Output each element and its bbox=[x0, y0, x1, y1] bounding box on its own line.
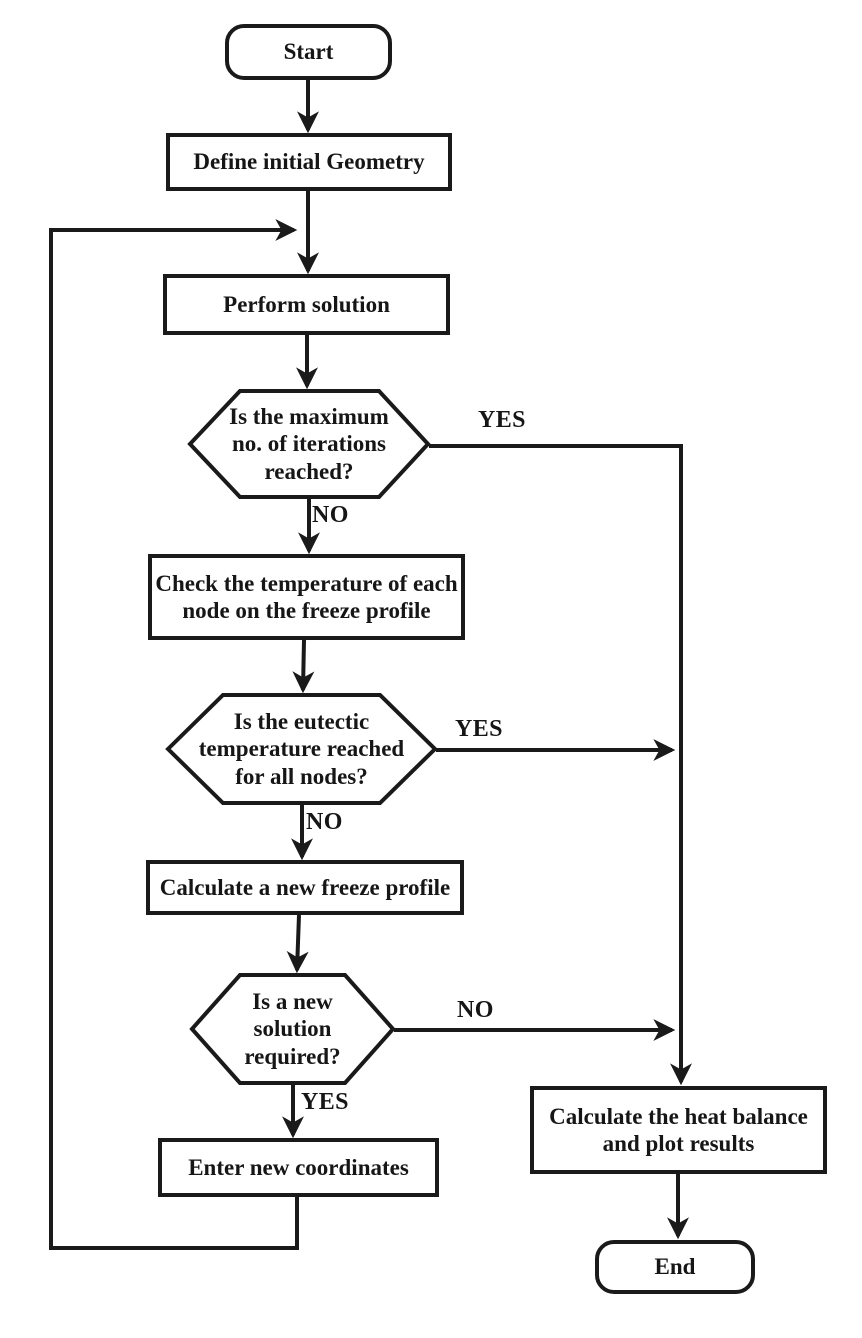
end-label: End bbox=[654, 1254, 696, 1280]
calculate-freeze-profile-label: Calculate a new freeze profile bbox=[159, 874, 451, 900]
calculate-freeze-profile-box bbox=[146, 860, 464, 915]
arrow-freeze-to-new-solution bbox=[286, 914, 309, 974]
check-temperature-label: Check the temperature of each node on th… bbox=[155, 570, 458, 623]
edge-label-new-solution-no: NO bbox=[457, 997, 494, 1023]
start-terminator-shape bbox=[225, 24, 392, 80]
arrow-check-to-eutectic bbox=[292, 639, 315, 694]
define-geometry-box bbox=[166, 133, 452, 191]
edge-label-eutectic-yes: YES bbox=[455, 716, 503, 742]
check-temperature-box bbox=[148, 554, 465, 640]
define-geometry-label: Define initial Geometry bbox=[193, 149, 425, 175]
edge-label-max-iterations-yes: YES bbox=[478, 407, 526, 433]
calculate-heat-balance-label: Calculate the heat balance and plot resu… bbox=[549, 1103, 808, 1156]
enter-coordinates-box bbox=[158, 1138, 439, 1197]
edge-label-new-solution-yes: YES bbox=[301, 1089, 349, 1115]
calculate-heat-balance-box bbox=[530, 1086, 827, 1174]
eutectic-hexagon bbox=[165, 693, 438, 805]
max-iterations-label: Is the maximum no. of iterations reached… bbox=[229, 404, 389, 484]
eutectic-label: Is the eutectic temperature reached for … bbox=[198, 709, 405, 789]
end-terminator-shape bbox=[595, 1240, 755, 1294]
loop-enter-coordinates-to-perform bbox=[49, 219, 299, 1250]
arrow-max-iterations-yes-to-heat-balance bbox=[429, 444, 692, 1086]
enter-coordinates-label: Enter new coordinates bbox=[188, 1154, 409, 1180]
max-iterations-hexagon bbox=[187, 389, 431, 499]
new-solution-hexagon bbox=[189, 973, 396, 1085]
perform-solution-box bbox=[163, 274, 450, 335]
new-solution-label: Is a new solution required? bbox=[244, 989, 341, 1069]
start-label: Start bbox=[283, 39, 334, 65]
perform-solution-label: Perform solution bbox=[223, 291, 390, 317]
edge-label-eutectic-no: NO bbox=[306, 809, 343, 835]
edge-label-max-iterations-no: NO bbox=[312, 502, 349, 528]
